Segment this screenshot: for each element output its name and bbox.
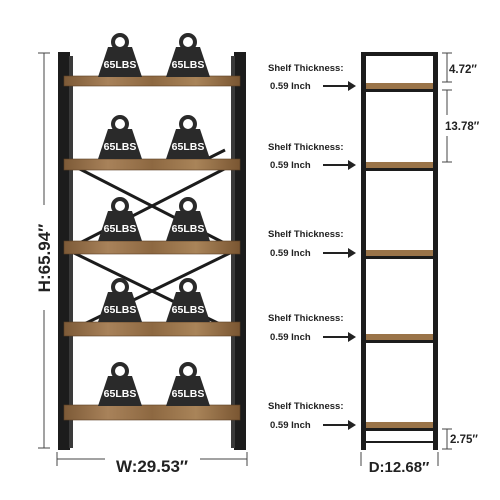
gap-dimension-top: 4.72″	[442, 52, 477, 83]
weight-icon: 65LBS	[166, 278, 210, 322]
weight-label: 65LBS	[104, 388, 137, 400]
weight-label: 65LBS	[172, 388, 205, 400]
weight-icon: 65LBS	[166, 115, 210, 159]
weight-icon: 65LBS	[98, 278, 142, 322]
weight-label: 65LBS	[172, 223, 205, 235]
weight-label: 65LBS	[172, 304, 205, 316]
weight-icons: 65LBS 65LBS 65LBS 65LBS 65	[98, 33, 210, 406]
arrow-right-icon	[323, 248, 356, 258]
front-shelf	[63, 321, 241, 337]
arrow-right-icon	[323, 332, 356, 342]
side-shelf	[366, 334, 433, 340]
width-label: W:29.53″	[116, 457, 188, 476]
side-rail	[361, 168, 438, 171]
side-shelf	[366, 422, 433, 428]
thickness-callout: Shelf Thickness: 0.59 Inch	[268, 142, 356, 171]
weight-icon: 65LBS	[98, 197, 142, 241]
thickness-callout: Shelf Thickness: 0.59 Inch	[268, 401, 356, 431]
side-shelf	[366, 250, 433, 256]
thickness-title: Shelf Thickness:	[268, 229, 344, 240]
gap-label-middle: 13.78″	[445, 121, 480, 133]
gap-label-bottom: 2.75″	[450, 434, 478, 446]
weight-label: 65LBS	[104, 141, 137, 153]
gap-dimension-bottom: 2.75″	[442, 428, 478, 450]
height-dimension: H:65.94″	[35, 52, 54, 449]
thickness-callout: Shelf Thickness: 0.59 Inch	[268, 229, 356, 259]
thickness-title: Shelf Thickness:	[268, 401, 344, 412]
front-view: H:65.94″ W:29.53″	[35, 33, 248, 476]
weight-label: 65LBS	[172, 141, 205, 153]
thickness-callout: Shelf Thickness: 0.59 Inch	[268, 63, 356, 92]
side-shelf	[366, 83, 433, 89]
weight-icon: 65LBS	[98, 115, 142, 159]
side-frame-right	[433, 52, 438, 450]
thickness-value: 0.59 Inch	[270, 332, 311, 343]
front-shelf	[63, 158, 241, 171]
thickness-value: 0.59 Inch	[270, 160, 311, 171]
depth-label: D:12.68″	[369, 459, 430, 476]
weight-label: 65LBS	[104, 59, 137, 71]
weight-icon: 65LBS	[166, 33, 210, 77]
side-frame-top	[361, 52, 438, 56]
weight-icon: 65LBS	[166, 362, 210, 406]
thickness-callout: Shelf Thickness: 0.59 Inch	[268, 313, 356, 343]
side-view: Shelf Thickness: 0.59 Inch Shelf Thickne…	[268, 52, 480, 476]
weight-icon: 65LBS	[98, 362, 142, 406]
thickness-value: 0.59 Inch	[270, 420, 311, 431]
arrow-right-icon	[323, 81, 356, 91]
arrow-right-icon	[323, 420, 356, 430]
gap-label-top: 4.72″	[449, 64, 477, 76]
front-shelf	[63, 404, 241, 421]
side-frame-left	[361, 52, 366, 450]
x-brace-upper	[71, 163, 233, 249]
weight-label: 65LBS	[172, 59, 205, 71]
width-dimension: W:29.53″	[56, 452, 248, 476]
side-frame-bottom-brace	[361, 441, 438, 443]
weight-icon: 65LBS	[166, 197, 210, 241]
thickness-title: Shelf Thickness:	[268, 313, 344, 324]
front-shelf	[63, 75, 241, 87]
thickness-title: Shelf Thickness:	[268, 142, 344, 153]
side-rail	[361, 256, 438, 259]
arrow-right-icon	[323, 160, 356, 170]
thickness-value: 0.59 Inch	[270, 81, 311, 92]
thickness-value: 0.59 Inch	[270, 248, 311, 259]
weight-label: 65LBS	[104, 223, 137, 235]
side-rail	[361, 340, 438, 343]
thickness-title: Shelf Thickness:	[268, 63, 344, 74]
weight-label: 65LBS	[104, 304, 137, 316]
front-shelves	[63, 75, 241, 421]
depth-dimension: D:12.68″	[360, 452, 439, 476]
side-rail	[361, 428, 438, 431]
gap-dimension-middle: 13.78″	[442, 89, 480, 163]
side-rail	[361, 89, 438, 92]
height-label: H:65.94″	[35, 224, 54, 293]
weight-icon: 65LBS	[98, 33, 142, 77]
side-shelf	[366, 162, 433, 168]
front-shelf	[63, 240, 241, 255]
